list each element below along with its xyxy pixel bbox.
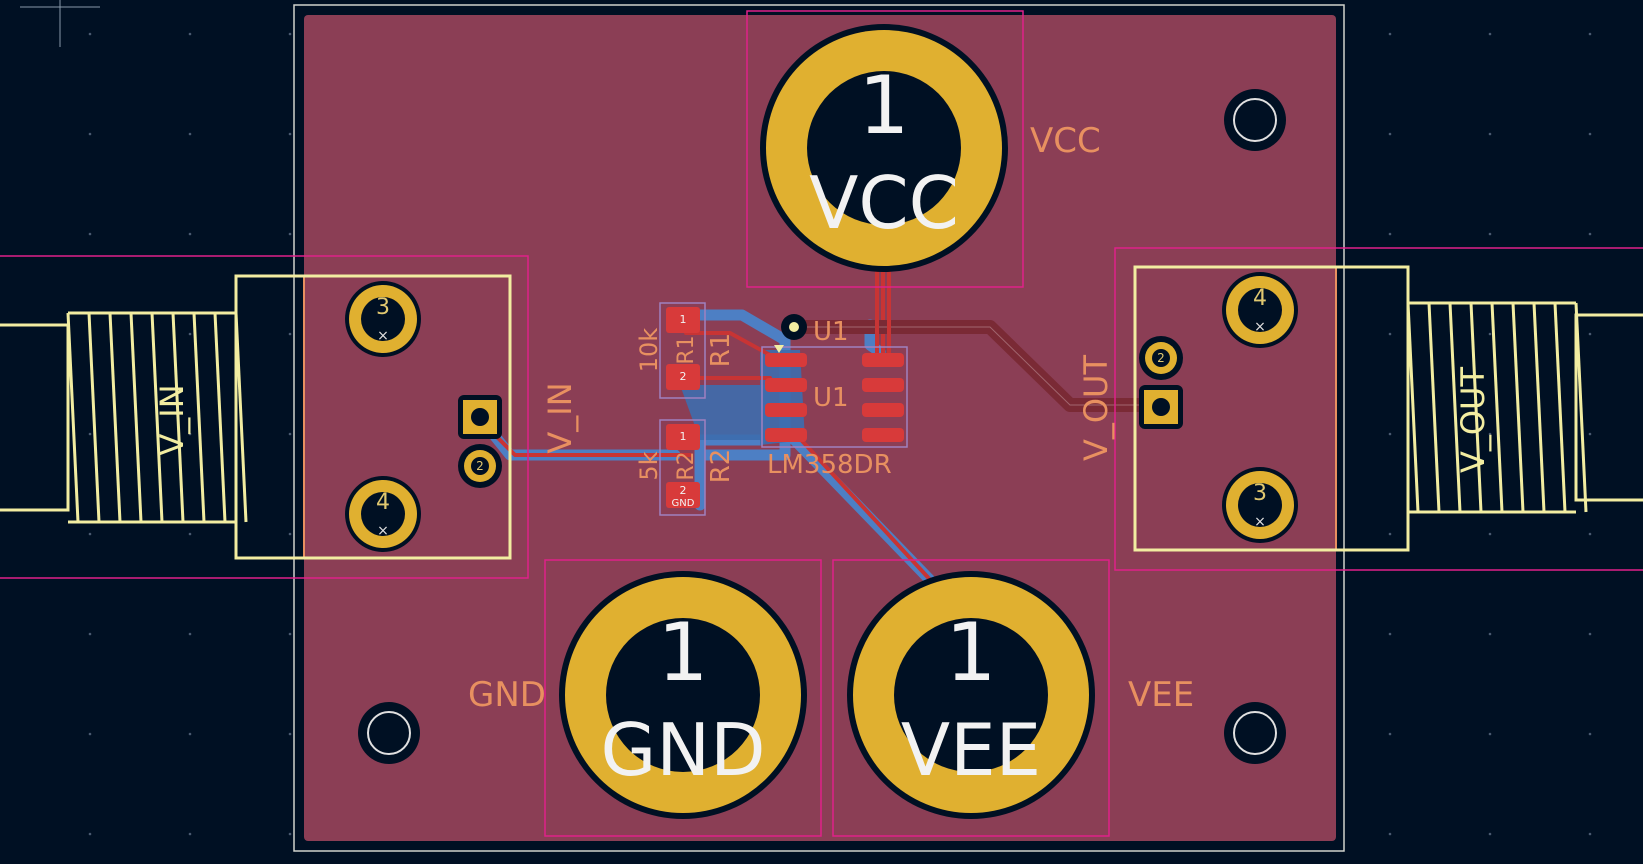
vee-silk-label: VEE xyxy=(1128,675,1194,715)
svg-text:3: 3 xyxy=(376,295,390,320)
r2-ref-fab: R2 xyxy=(674,451,699,480)
svg-text:1: 1 xyxy=(680,313,687,326)
svg-text:×: × xyxy=(377,328,389,344)
r1-ref-fab: R1 xyxy=(674,335,699,364)
vout-pad-3: 3 × xyxy=(1222,467,1298,543)
r1-ref-silk: R1 xyxy=(706,333,736,368)
board-edge-cuts xyxy=(293,4,1345,852)
u1-ref-fab: U1 xyxy=(813,383,849,413)
svg-text:2: 2 xyxy=(476,459,484,473)
terminal-vee-pad-number: 1 xyxy=(946,606,997,699)
svg-text:×: × xyxy=(1254,514,1266,530)
vout-silk-label: V_OUT xyxy=(1454,367,1492,474)
svg-text:2: 2 xyxy=(1157,351,1165,365)
r2-pad-2[interactable] xyxy=(666,482,700,508)
terminal-gnd-net: GND xyxy=(600,708,765,792)
u1-pads-left[interactable] xyxy=(765,353,807,442)
resistor-r1[interactable]: 1 2 R1 R1 10k xyxy=(635,302,736,399)
svg-text:4: 4 xyxy=(376,490,390,515)
u1-ref-silk: U1 xyxy=(813,317,849,347)
vin-pad-1 xyxy=(458,395,502,439)
pin1-marker-icon xyxy=(774,345,784,353)
r1-value: 10k xyxy=(635,328,663,373)
terminal-gnd-pad-number: 1 xyxy=(658,606,709,699)
vin-pad-4: 4 × xyxy=(345,476,421,552)
r2-ref-silk: R2 xyxy=(706,449,736,484)
vout-back-silk-label: V_OUT xyxy=(1077,355,1115,462)
origin-crosshair-icon xyxy=(20,0,100,47)
svg-text:2: 2 xyxy=(680,370,687,383)
r1-pad-1[interactable] xyxy=(666,307,700,333)
vin-silk-label: V_IN xyxy=(153,384,191,455)
vout-pad-1 xyxy=(1139,385,1183,429)
ic-u1[interactable]: U1 U1 LM358DR xyxy=(761,317,908,480)
resistor-r2[interactable]: 1 2 GND R2 R2 5k xyxy=(635,419,736,516)
svg-text:2: 2 xyxy=(680,484,687,497)
svg-text:1: 1 xyxy=(680,430,687,443)
r1-pad-2[interactable] xyxy=(666,364,700,390)
sma-connector-vout[interactable] xyxy=(1133,265,1643,552)
u1-value: LM358DR xyxy=(767,450,892,480)
vin-pad-2: 2 xyxy=(458,444,502,488)
mounting-holes[interactable] xyxy=(358,89,1286,764)
gnd-silk-label: GND xyxy=(468,675,546,715)
svg-text:3: 3 xyxy=(1253,481,1267,506)
vin-back-silk-label: V_IN xyxy=(541,382,579,453)
sma-connector-vin[interactable] xyxy=(0,274,512,560)
r2-pad-2-net: GND xyxy=(672,498,695,509)
terminal-vee[interactable]: 1 VEE xyxy=(847,571,1095,819)
terminal-vee-net: VEE xyxy=(901,708,1041,792)
vout-pad-2: 2 xyxy=(1139,336,1183,380)
svg-text:4: 4 xyxy=(1253,286,1267,311)
vin-connector-pads[interactable]: 3 × 4 × 2 xyxy=(345,281,502,552)
courtyards xyxy=(0,10,1643,837)
terminal-gnd[interactable]: 1 GND xyxy=(559,571,807,819)
vin-pad-3: 3 × xyxy=(345,281,421,357)
r2-value: 5k xyxy=(635,451,663,480)
u1-pads-right[interactable] xyxy=(862,353,904,442)
vcc-silk-label: VCC xyxy=(1030,121,1101,161)
terminal-vcc[interactable]: 1 VCC xyxy=(760,24,1008,272)
terminal-vcc-net: VCC xyxy=(809,161,959,245)
svg-text:×: × xyxy=(377,523,389,539)
r2-pad-1[interactable] xyxy=(666,424,700,450)
vout-connector-pads[interactable]: 4 × 3 × 2 xyxy=(1139,272,1298,543)
via[interactable] xyxy=(781,314,807,340)
svg-text:×: × xyxy=(1254,319,1266,335)
back-copper-zone xyxy=(760,350,805,445)
terminal-vcc-pad-number: 1 xyxy=(859,59,910,152)
vout-pad-4: 4 × xyxy=(1222,272,1298,348)
